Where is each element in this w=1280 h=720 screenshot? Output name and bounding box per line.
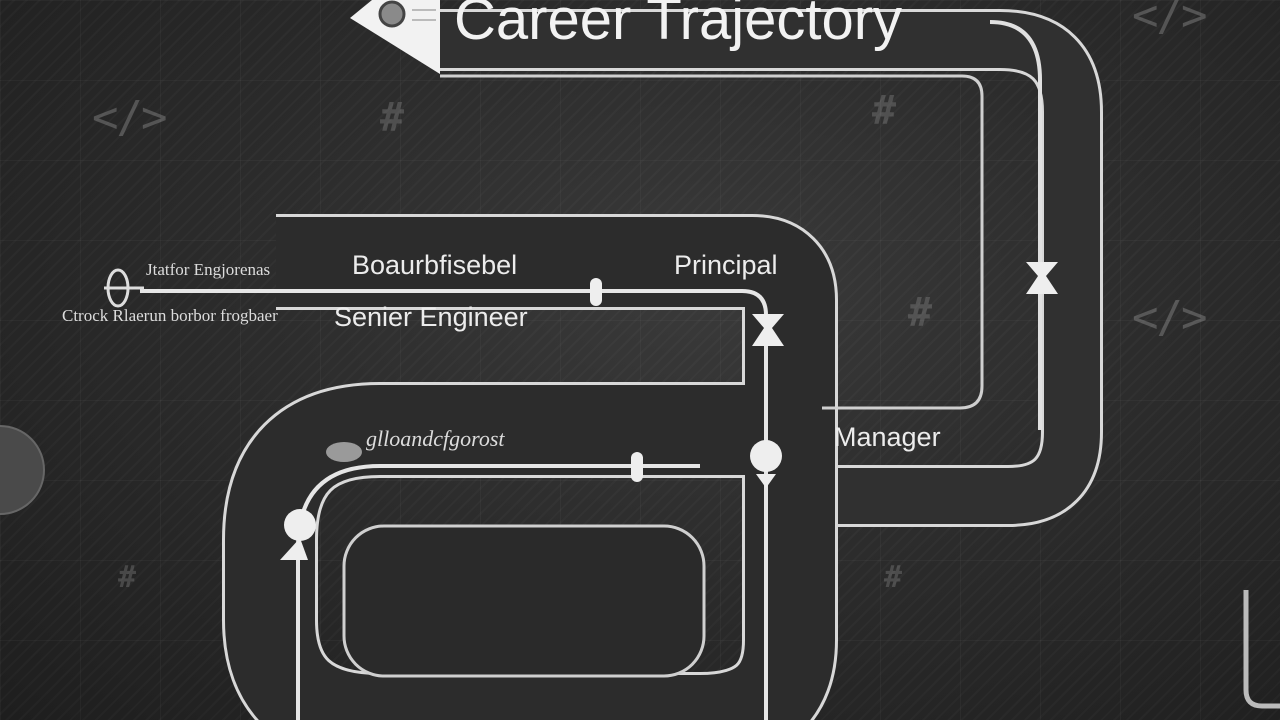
code-brackets-icon: </> [92,92,167,143]
label-junior-engineer: Jtatfor Engjorenas [146,260,271,279]
hash-icon: # [118,560,137,595]
hash-icon: # [380,95,405,141]
code-brackets-icon: </> [1132,0,1207,41]
outer-road [440,9,1103,527]
hash-icon: # [884,560,903,595]
page-title: Career Trajectory [454,0,903,52]
hash-icon: # [908,290,933,336]
start-pin-icon [104,268,144,308]
loop-start-icon [326,442,362,462]
bracket-decor [1243,590,1280,709]
manager-edge [440,74,984,410]
label-milestone-top: Boaurbfisebel [352,250,518,280]
code-brackets-icon: </> [1132,292,1207,343]
label-loop-note: glloandcfgorost [366,426,505,451]
path-markers [280,262,1058,560]
label-senior-engineer: Senier Engineer [334,302,528,332]
label-principal: Principal [674,250,778,280]
label-manager: Manager [834,422,941,452]
pencil-pin-icon [350,0,440,74]
label-career-note: Ctrock Rlaerun borbor frogbaer [62,306,278,325]
decor-circle [0,425,45,515]
hash-icon: # [872,88,897,134]
